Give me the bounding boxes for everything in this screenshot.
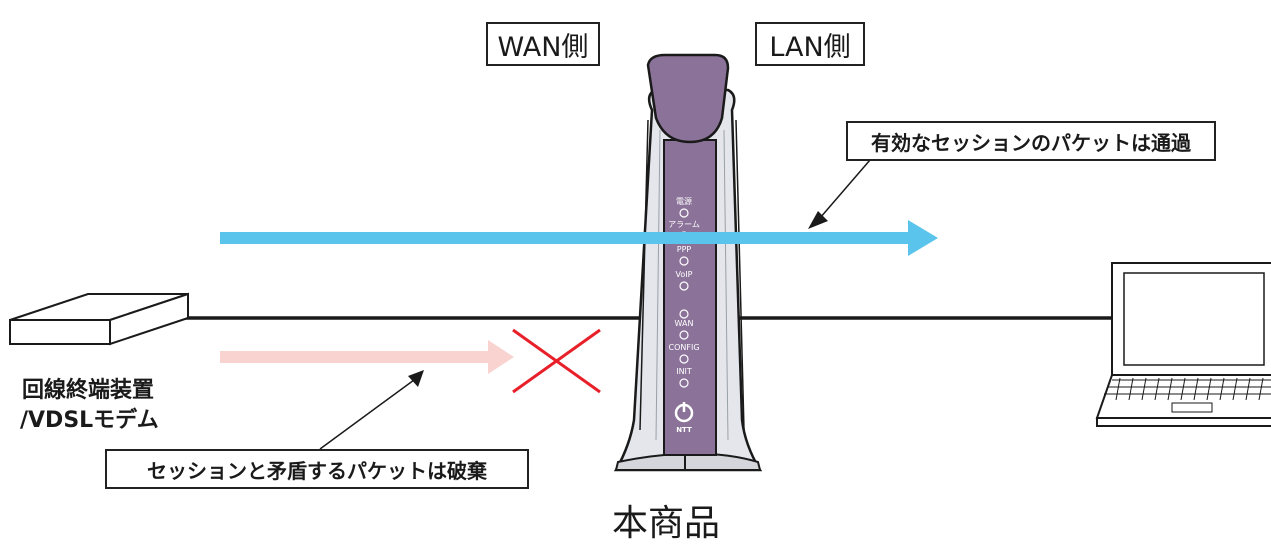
valid-packet-arrow <box>220 220 938 256</box>
router-led-indicator <box>679 378 689 388</box>
discard-packets-callout: セッションと矛盾するパケットは破棄 <box>105 449 529 489</box>
router-led-indicator <box>679 281 689 291</box>
router-led-label: WAN <box>675 319 694 328</box>
valid-packets-callout: 有効なセッションのパケットは通過 <box>846 121 1216 161</box>
router-led-label: 電源 <box>676 197 692 206</box>
router-led-label: PPP <box>677 245 692 254</box>
laptop-icon <box>1095 262 1271 427</box>
router-led-label: VoIP <box>676 270 693 279</box>
wan-side-label: WAN側 <box>486 22 600 66</box>
router-led-label: INIT <box>676 367 692 376</box>
power-icon <box>674 402 694 423</box>
router-logo: NTT <box>676 426 692 434</box>
router-led-indicator <box>679 309 689 319</box>
lan-side-label: LAN側 <box>755 22 865 66</box>
modem-label-line1: 回線終端装置 <box>22 378 155 403</box>
router-led-label: アラーム <box>668 220 700 229</box>
modem-label-line2: /VDSLモデム <box>20 408 159 433</box>
router-led-indicator <box>679 208 689 218</box>
router-led-indicator <box>679 256 689 266</box>
modem-icon <box>9 292 189 346</box>
valid-callout-pointer <box>808 159 871 229</box>
discard-callout-pointer <box>319 370 424 450</box>
block-x-icon <box>512 328 601 394</box>
blocked-packet-arrow <box>220 340 514 374</box>
product-label: 本商品 <box>612 503 721 544</box>
router-led-indicator <box>679 330 689 340</box>
router-device <box>613 53 763 472</box>
router-led-label: CONFIG <box>668 343 699 352</box>
router-top-cap <box>646 53 730 144</box>
router-led-indicator <box>679 354 689 364</box>
